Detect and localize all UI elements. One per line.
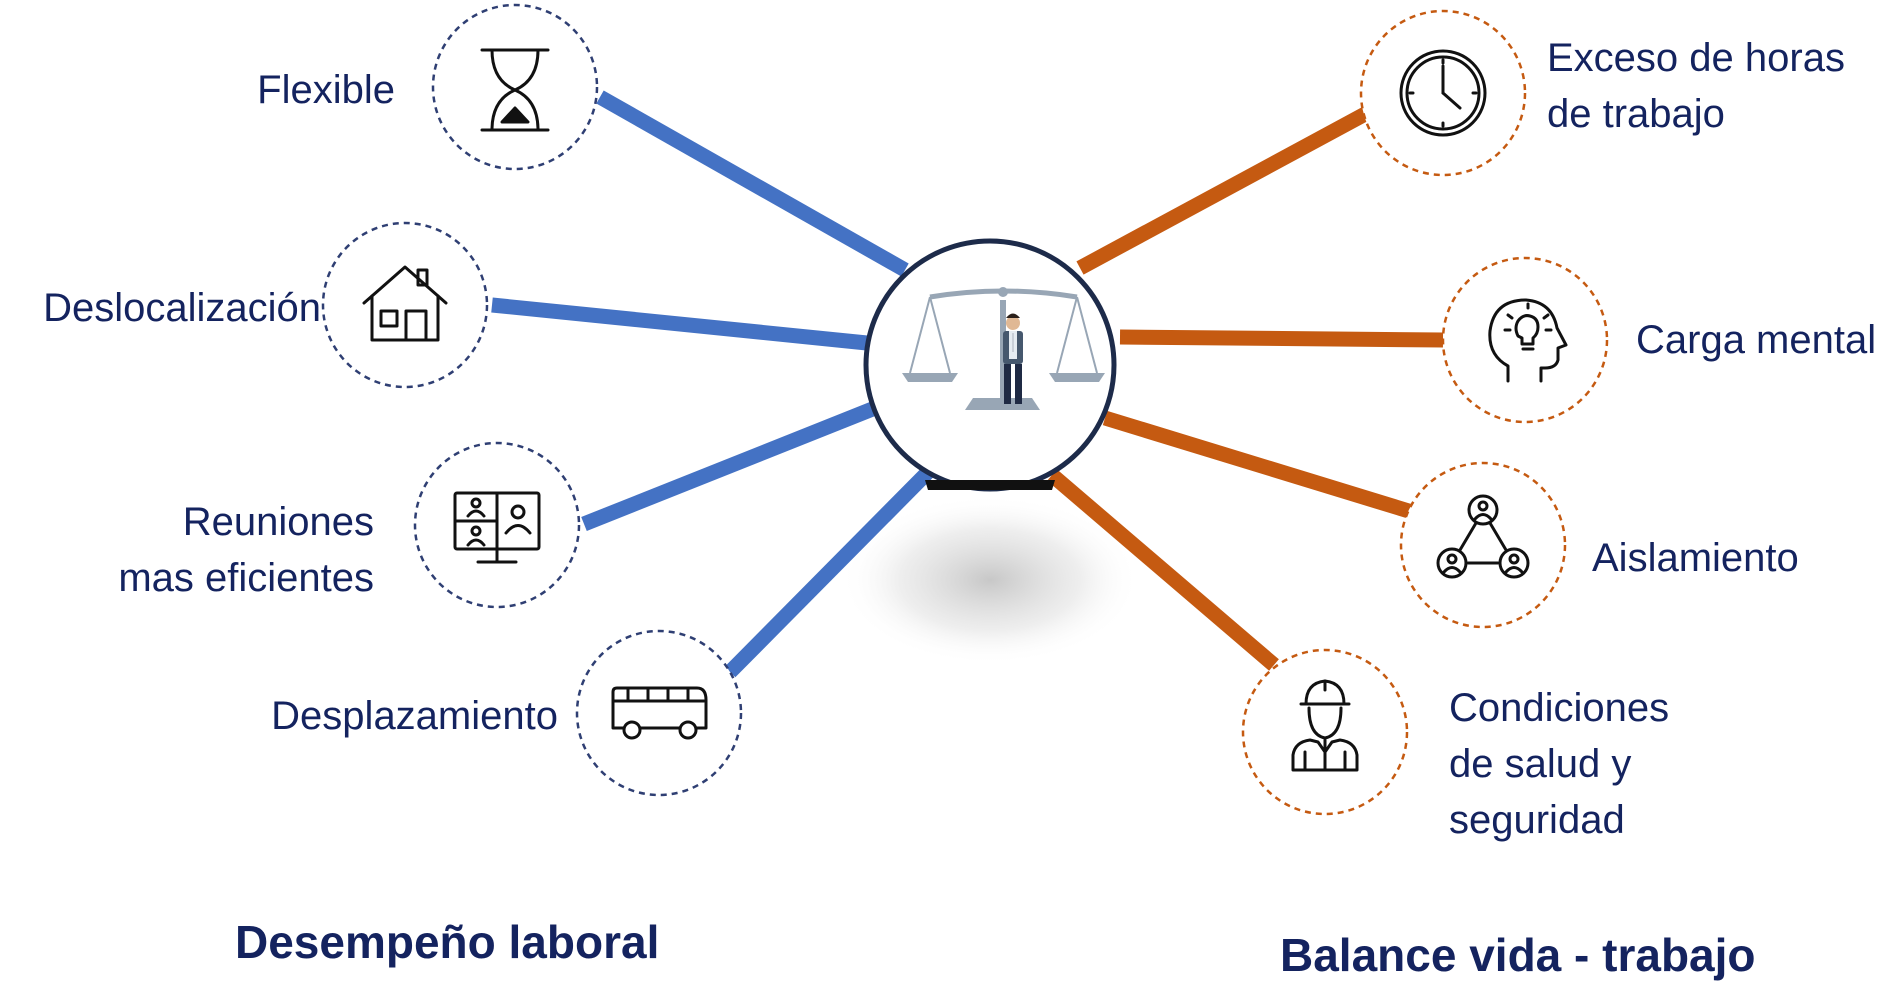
connector-carga [1119,329,1444,348]
connector-aislamiento [1102,410,1415,520]
clock-icon [1399,49,1487,137]
label-reuniones: Reuniones mas eficientes [118,494,374,606]
connector-deslocalizacion [491,297,868,351]
hourglass-icon [480,48,550,132]
label-aislamiento: Aislamiento [1592,530,1799,586]
label-line: Flexible [257,68,395,112]
group-title-right: Balance vida - trabajo [1280,929,1756,981]
label-line: de salud y [1449,742,1632,786]
label-carga: Carga mental [1636,312,1876,368]
circle-condiciones [1241,648,1409,816]
label-flexible: Flexible [257,62,395,118]
connector-condiciones [1047,469,1279,671]
label-line: de trabajo [1547,92,1725,136]
circle-carga [1441,256,1609,424]
label-desplazamiento: Desplazamiento [271,688,558,744]
house-icon [362,265,448,342]
label-line: Deslocalización [43,286,321,330]
label-line: Aislamiento [1592,536,1799,580]
circle-desplazamiento [575,629,743,797]
label-line: Carga mental [1636,318,1877,362]
connector-exceso [1076,106,1371,275]
group-title-left: Desempeño laboral [235,916,660,968]
label-line: Reuniones [182,500,374,544]
video-meeting-icon [453,491,541,564]
center-circle [863,238,1117,492]
connector-reuniones [581,401,878,531]
circle-deslocalizacion [321,221,489,389]
label-line: seguridad [1449,798,1625,842]
label-line: Desplazamiento [271,694,558,738]
worker-helmet-icon [1291,679,1359,772]
connector-desplazamiento [724,464,936,678]
head-lightbulb-icon [1488,298,1568,383]
label-condiciones: Condiciones de salud y seguridad [1449,680,1669,848]
label-line: Condiciones [1449,686,1670,730]
bus-icon [611,686,708,740]
center-shadow [840,495,1140,665]
label-exceso: Exceso de horas de trabajo [1547,30,1845,142]
people-network-icon [1436,494,1530,579]
label-deslocalizacion: Deslocalización [43,280,321,336]
connectors [491,90,1444,678]
circle-flexible [431,3,599,171]
label-line: mas eficientes [118,556,374,600]
circle-aislamiento [1399,461,1567,629]
label-line: Exceso de horas [1547,36,1845,80]
connector-flexible [596,90,909,277]
balance-scale-person-icon [902,287,1105,410]
